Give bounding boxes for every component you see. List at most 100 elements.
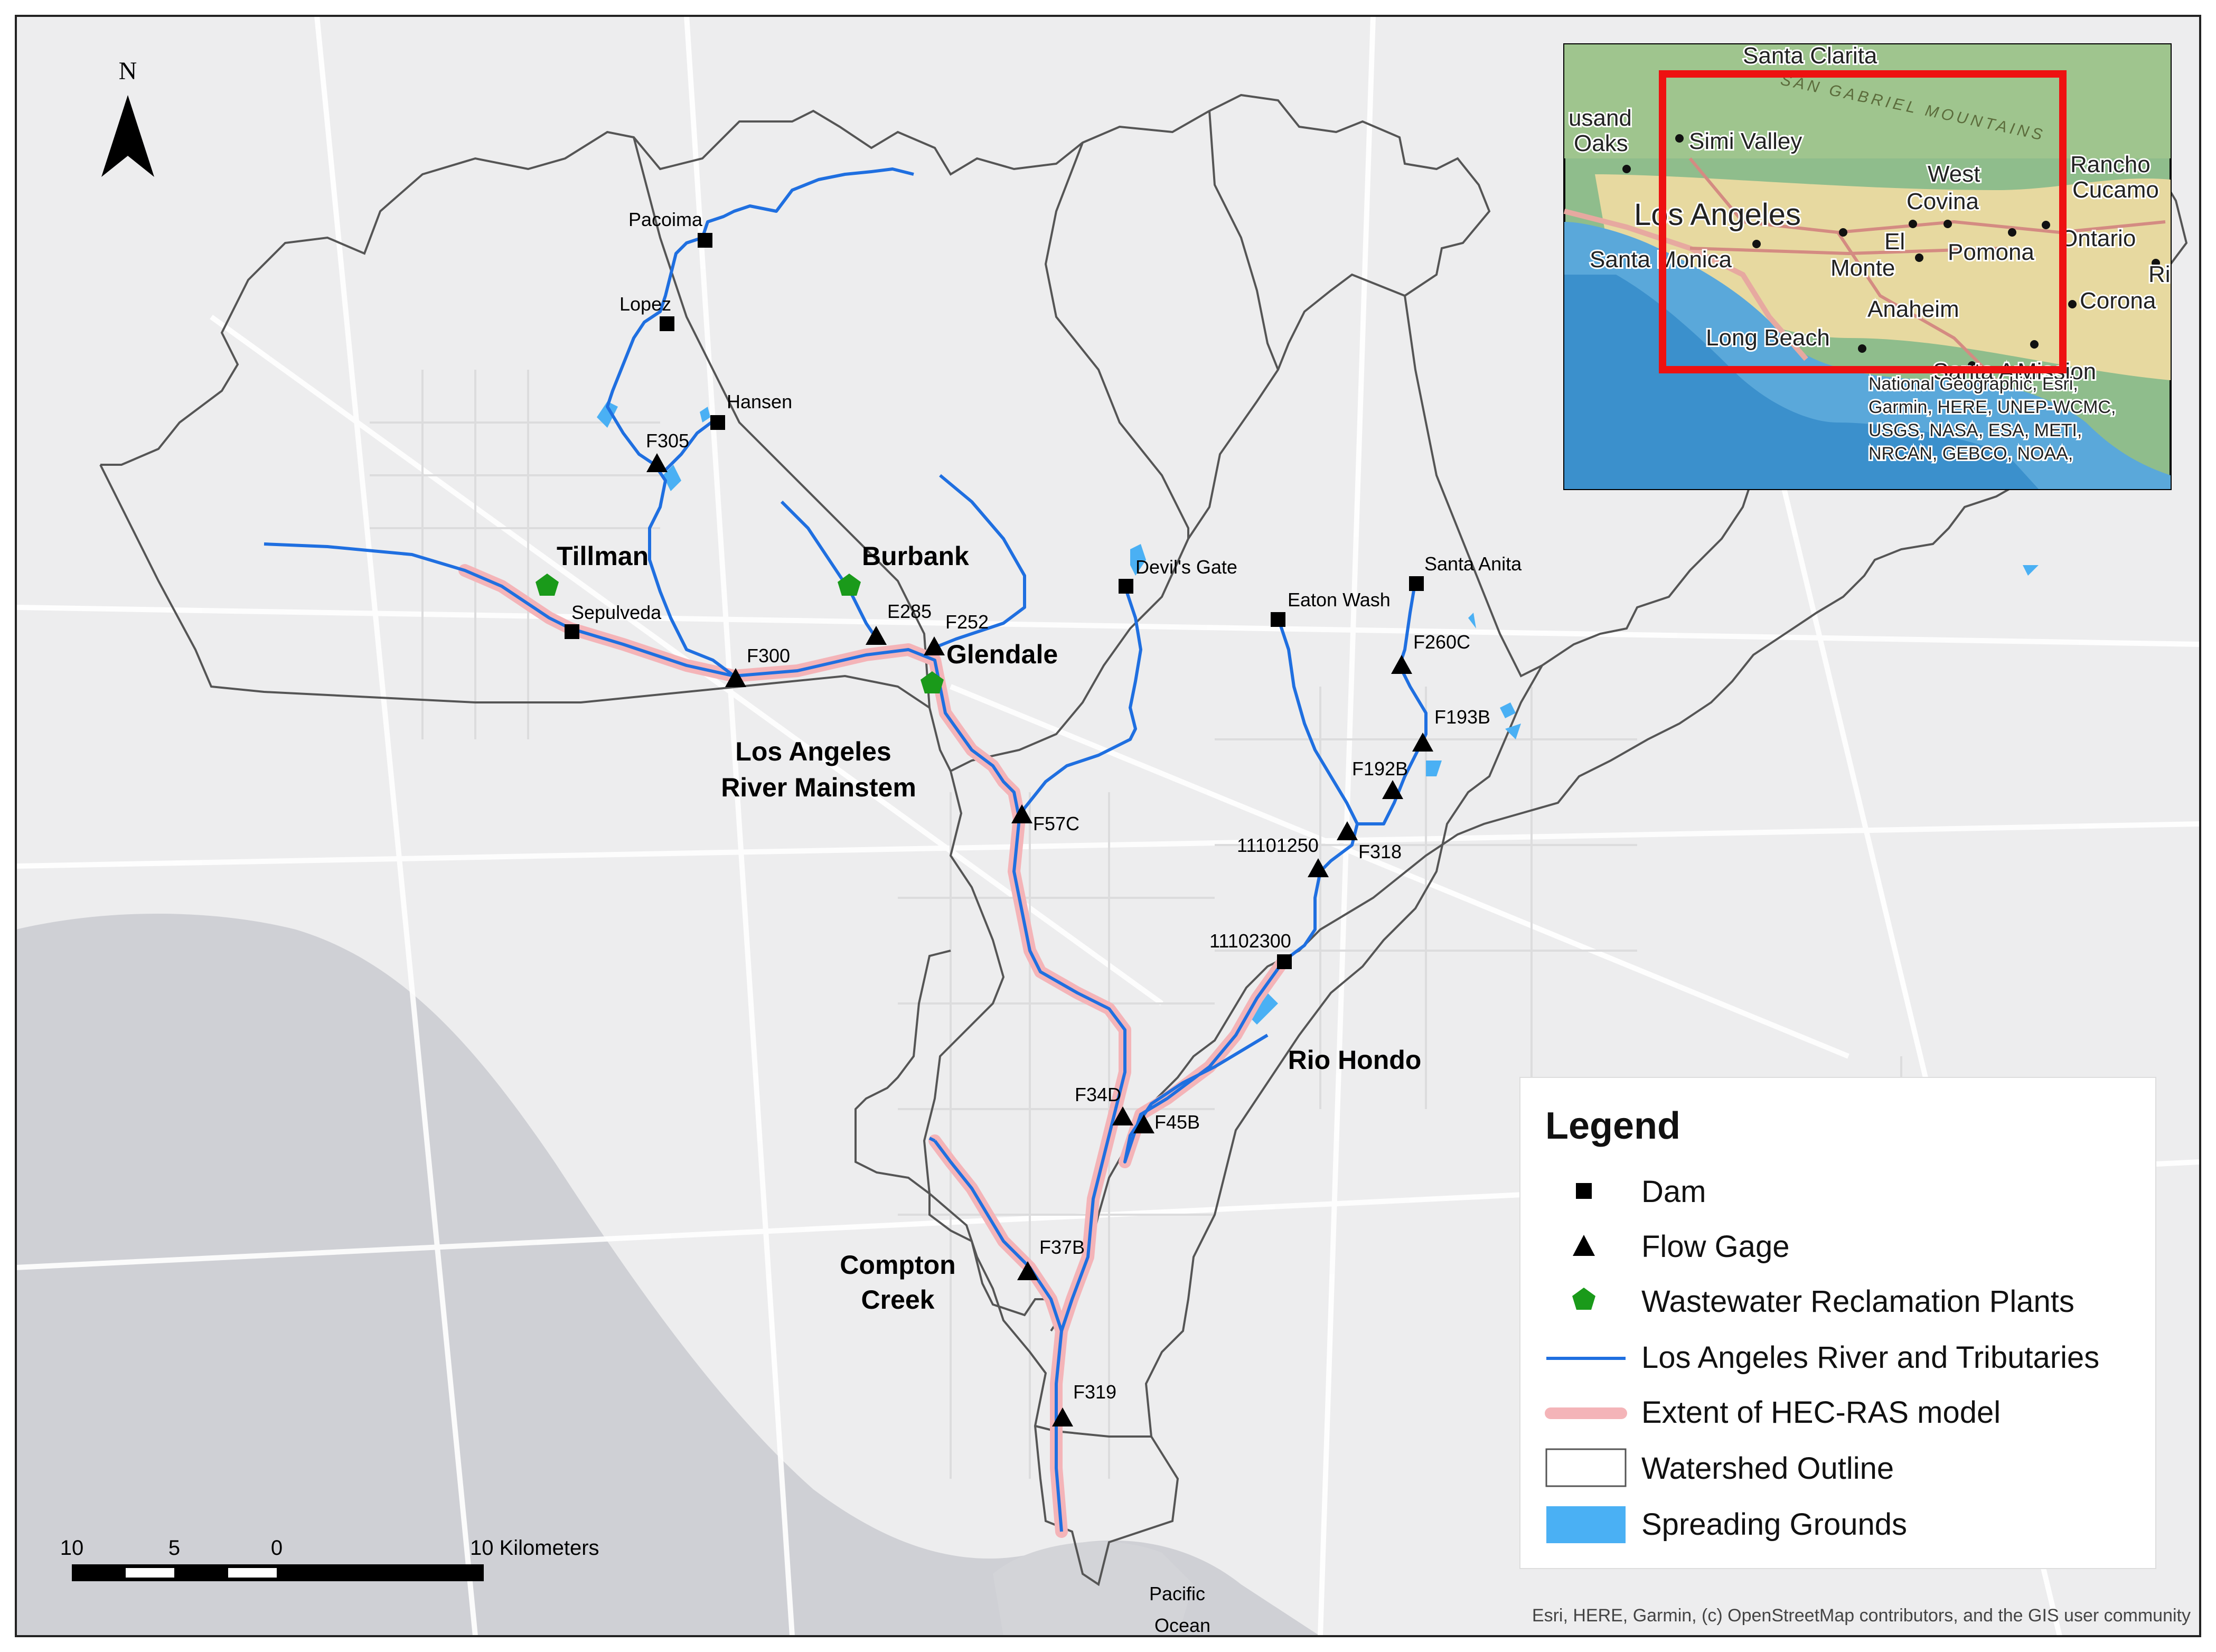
inset-pomona: Pomona [1948, 239, 2034, 265]
label-mainstem-1: Los Angeles [735, 737, 891, 766]
spreading-grounds [597, 401, 2039, 1025]
legend-gage-symbol [1573, 1235, 1595, 1256]
inset-anaheim: Anaheim [1867, 296, 1959, 322]
inset-usand: usand [1569, 105, 1632, 131]
inset-el: El [1884, 229, 1905, 255]
label-f193b: F193B [1434, 706, 1490, 728]
label-f300: F300 [747, 645, 790, 667]
legend-spreading-symbol [1546, 1506, 1626, 1543]
dam-labels: Pacoima Lopez Hansen Sepulveda Devil's G… [571, 209, 1522, 952]
region-labels: Los Angeles River Mainstem Rio Hondo Com… [721, 737, 1421, 1315]
label-e285: E285 [887, 600, 932, 622]
river-santa-anita [1357, 580, 1428, 825]
dam-devils-gate [1119, 579, 1133, 594]
inset-long-beach: Long Beach [1706, 325, 1830, 351]
watershed-inner-1 [633, 137, 931, 708]
inset-monte: Monte [1830, 255, 1895, 281]
label-f34d: F34D [1075, 1084, 1121, 1105]
legend-dam-symbol [1576, 1183, 1592, 1199]
gage-f305 [646, 453, 668, 472]
inset-santa-clarita: Santa Clarita [1743, 43, 1877, 69]
dam-11102300 [1277, 954, 1292, 969]
inset-cucamo: Cucamo [2072, 177, 2159, 203]
legend-spreading-label: Spreading Grounds [1641, 1507, 1907, 1542]
north-arrow-label: N [119, 57, 137, 85]
river-mainstem [264, 542, 1126, 1532]
gage-f260c [1391, 655, 1412, 674]
legend-watershed-label: Watershed Outline [1641, 1451, 1894, 1486]
label-hansen: Hansen [727, 391, 792, 412]
inset-ri: Ri [2148, 261, 2171, 287]
rivers-and-tributaries [264, 167, 1428, 1532]
river-hansen [664, 416, 719, 472]
label-f318: F318 [1358, 841, 1402, 862]
legend-river-label: Los Angeles River and Tributaries [1641, 1340, 2099, 1375]
watershed-mainstem [99, 464, 952, 772]
inset-ontario: Ontario [2060, 226, 2136, 251]
watershed-inner-2 [1044, 142, 1189, 539]
dam-santa-anita [1409, 576, 1424, 591]
inset-rancho: Rancho [2070, 152, 2151, 177]
legend-title: Legend [1545, 1105, 1680, 1147]
river-rio-hondo [1123, 960, 1285, 1163]
scale-tick-0: 0 [271, 1536, 283, 1560]
plant-tillman [536, 574, 559, 596]
watershed-rio-hondo [1404, 295, 1543, 678]
legend-watershed-symbol [1545, 1448, 1627, 1487]
watershed-compton [855, 950, 1057, 1331]
watershed-la-river [100, 93, 2188, 1587]
watershed-inner-3 [1208, 110, 1279, 370]
inset-corona: Corona [2080, 288, 2156, 314]
scale-tick-10: 10 [60, 1536, 84, 1560]
label-santa-anita: Santa Anita [1424, 553, 1522, 575]
inset-credit-2: Garmin, HERE, UNEP-WCMC, [1868, 397, 2116, 417]
label-f37b: F37B [1039, 1236, 1085, 1258]
inset-credit-3: USGS, NASA, ESA, METI, [1868, 420, 2082, 440]
legend-plant-symbol [1572, 1288, 1595, 1310]
watershed-outlines [99, 93, 2188, 1587]
basemap-ocean [16, 914, 1320, 1636]
label-f252: F252 [945, 611, 989, 633]
gage-labels: F305 F300 E285 F252 F57C F260C F193B F19… [646, 430, 1490, 1403]
legend-hecras-label: Extent of HEC-RAS model [1641, 1395, 2001, 1430]
inset-credit-4: NRCAN, GEBCO, NOAA, [1868, 444, 2073, 464]
legend-dam-label: Dam [1641, 1175, 1706, 1209]
gage-f192b [1382, 780, 1403, 799]
label-f45b: F45B [1154, 1111, 1200, 1133]
label-pacoima: Pacoima [628, 209, 703, 230]
label-sepulveda: Sepulveda [571, 602, 662, 623]
basemap-harbor [993, 1542, 1194, 1636]
river-arroyo-seco [1018, 586, 1142, 820]
label-pacific: Pacific [1149, 1583, 1205, 1604]
inset-credit-1: National Geographic, Esri, [1868, 374, 2078, 394]
dam-hansen [710, 415, 725, 430]
river-verdugo [928, 474, 1026, 651]
plant-glendale [921, 671, 944, 693]
map-frame [15, 15, 2201, 1637]
legend: Legend Dam Flow Gage Wastewater Reclamat… [1519, 1077, 2156, 1569]
plant-markers [536, 574, 944, 693]
scale-bar: 10 5 0 10 Kilometers [60, 1536, 599, 1581]
gage-e285 [866, 626, 887, 645]
label-f192b: F192B [1352, 758, 1408, 780]
inset-simi-valley: Simi Valley [1689, 128, 1802, 154]
gage-11101250 [1308, 858, 1329, 877]
inset-west: West [1928, 161, 1980, 187]
scale-tick-km: 10 Kilometers [470, 1536, 599, 1560]
label-lopez: Lopez [619, 293, 671, 315]
inset-covina: Covina [1907, 189, 1979, 214]
attribution-text: Esri, HERE, Garmin, (c) OpenStreetMap co… [1532, 1606, 2191, 1626]
label-devils-gate: Devil's Gate [1135, 556, 1237, 578]
gage-f319 [1052, 1407, 1073, 1426]
legend-gage-label: Flow Gage [1641, 1229, 1789, 1264]
dam-eaton-wash [1271, 612, 1285, 627]
label-11102300: 11102300 [1209, 930, 1291, 952]
gage-f193b [1412, 733, 1433, 752]
legend-plant-label: Wastewater Reclamation Plants [1641, 1284, 2074, 1319]
gage-f300 [725, 668, 746, 687]
gage-f34d [1112, 1106, 1133, 1125]
plant-burbank [838, 574, 861, 596]
dam-markers [565, 233, 1424, 969]
river-compton-head [928, 1137, 936, 1142]
